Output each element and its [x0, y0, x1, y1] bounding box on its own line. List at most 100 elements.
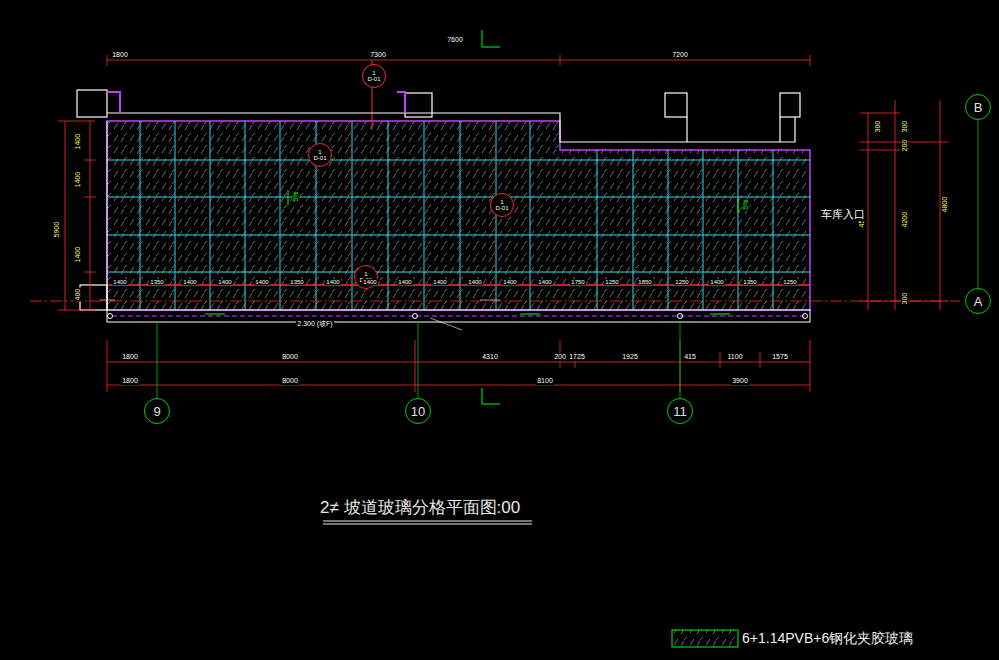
dimension-text: 1100 [726, 353, 743, 360]
node-text: D-01 [367, 76, 380, 82]
dimension-text: 1400 [502, 279, 517, 285]
drawing-part [482, 30, 500, 404]
drawing-part [678, 314, 683, 319]
dimension-text: 1575 [771, 353, 789, 360]
dimension-text: 300 [901, 120, 908, 134]
dimension-text: 3900 [731, 377, 749, 384]
dimension-text: 1250 [782, 279, 797, 285]
legend-text: 6+1.14PVB+6钢化夹胶玻璃 [742, 630, 913, 648]
dimension-text: 7300 [369, 51, 387, 58]
dimension-text: 1350 [149, 279, 164, 285]
drawing-part [112, 316, 805, 317]
grid-bubble: B [965, 94, 991, 120]
drawing-part [107, 340, 810, 392]
drawing-part [803, 314, 808, 319]
dimension-text: 8000 [281, 377, 299, 384]
dimension-text: 1400 [537, 279, 552, 285]
drawing-part [107, 113, 795, 142]
node-text: 11 [673, 405, 687, 418]
drawing-part [157, 120, 978, 398]
drawing-part [430, 318, 462, 330]
node-text: 1 [364, 271, 367, 277]
dimension-text: 1250 [674, 279, 689, 285]
dimension-text: 1400 [362, 279, 377, 285]
drawing-part [30, 301, 960, 302]
drawing-part [80, 285, 107, 310]
dimension-text: 300 [901, 292, 908, 306]
dimension-text: 1400 [74, 171, 81, 189]
drawing-part [140, 121, 530, 310]
drawing-part [597, 150, 773, 310]
node-text: 1 [500, 199, 503, 205]
drawing-part [58, 55, 948, 392]
node-text: 1 [372, 70, 375, 76]
section-callout: 1D-01 [308, 143, 332, 167]
dimension-text: 4800 [941, 196, 948, 214]
grid-bubble: 11 [667, 398, 693, 424]
dimension-text: 1400 [254, 279, 269, 285]
drawing-part [205, 314, 730, 315]
drawing-part [30, 30, 978, 647]
drawing-part [107, 121, 108, 310]
drawing-title: 2≠ 坡道玻璃分格平面图:00 [320, 496, 520, 519]
dimension-text: 7600 [446, 36, 464, 43]
dimension-text: 1400 [74, 246, 81, 264]
drawing-part [77, 90, 800, 310]
grid-bubble: 10 [405, 398, 431, 424]
dimension-text: 1400 [112, 279, 127, 285]
drawing-part [323, 521, 532, 524]
note-text: 5% [742, 199, 749, 211]
dimension-text: 1400 [432, 279, 447, 285]
drawing-part [107, 160, 810, 272]
section-callout: 1D-01 [362, 64, 386, 88]
dimension-text: 1400 [182, 279, 197, 285]
dimension-text: 1350 [289, 279, 304, 285]
dimension-text: 200 [901, 139, 908, 153]
dimension-text: 300 [874, 120, 881, 134]
drawing-part [405, 93, 432, 117]
dimension-text: 1750 [570, 279, 585, 285]
drawing-part [108, 314, 113, 319]
drawing-part [107, 121, 810, 310]
drawing-part [860, 100, 948, 310]
dimension-text: 1925 [621, 353, 639, 360]
dimension-text: 4200 [901, 211, 908, 229]
dimension-text: 1725 [568, 353, 586, 360]
note-text: 5% [292, 191, 299, 203]
drawing-part [413, 314, 418, 319]
section-callout: 1D-01 [490, 193, 514, 217]
grid-bubble: A [965, 288, 991, 314]
node-text: A [974, 295, 983, 308]
dimension-text: 1800 [121, 353, 139, 360]
drawing-part [665, 93, 687, 117]
dimension-text: 1400 [709, 279, 724, 285]
node-text: D-01 [313, 155, 326, 161]
dimension-text: 1400 [217, 279, 232, 285]
drawing-part [108, 314, 808, 319]
drawing-part [107, 284, 810, 286]
dimension-text: 1250 [604, 279, 619, 285]
drawing-part [77, 90, 107, 117]
dimension-text: 1400 [325, 279, 340, 285]
dimension-text: 200 [553, 353, 567, 360]
dimension-text: 1400 [467, 279, 482, 285]
drawing-part [107, 310, 810, 322]
node-text: 10 [411, 405, 425, 418]
dimension-text: 400 [74, 288, 81, 302]
drawing-part [672, 630, 738, 647]
node-text: B [974, 101, 983, 114]
drawing-part [107, 121, 810, 310]
note-text: 2.300 (坡F) [296, 320, 333, 327]
dimension-text: 1800 [111, 51, 129, 58]
dimension-text: 1850 [637, 279, 652, 285]
dimension-text: 4310 [481, 353, 499, 360]
dimension-text: 415 [683, 353, 697, 360]
dimension-text: 1800 [121, 377, 139, 384]
drawing-part [107, 55, 810, 66]
drawing-part [107, 92, 405, 113]
dimension-text: 1350 [742, 279, 757, 285]
dimension-text: 8000 [281, 353, 299, 360]
drawing-part [100, 300, 500, 301]
drawing-part [58, 121, 96, 310]
